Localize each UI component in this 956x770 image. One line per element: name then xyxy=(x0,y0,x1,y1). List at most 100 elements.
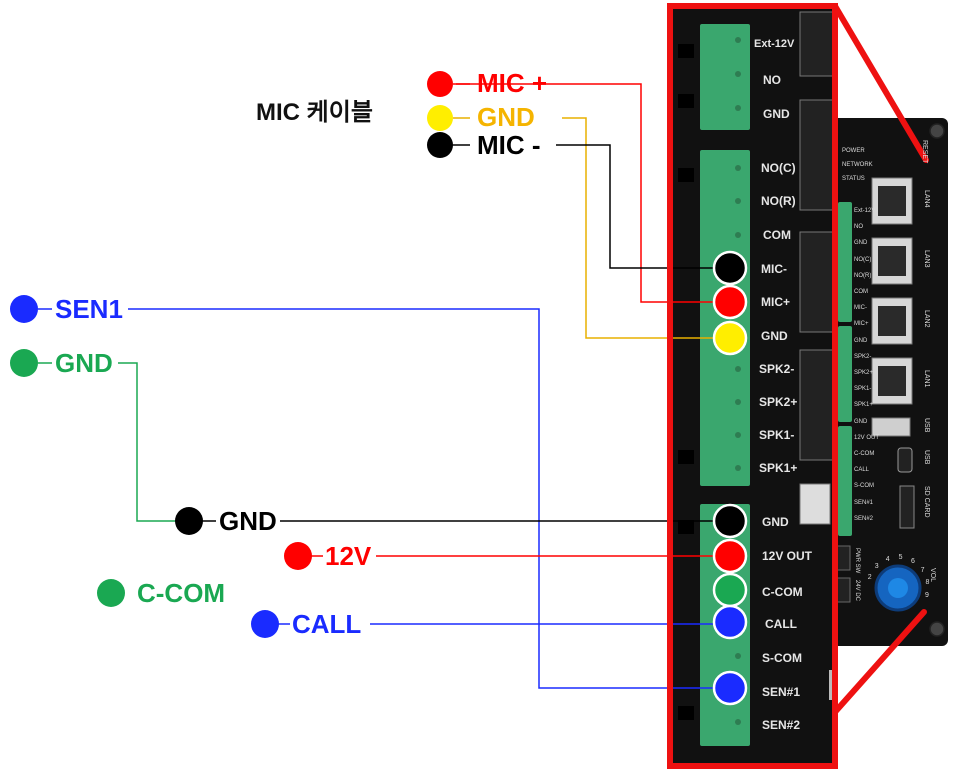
terminal-label: MIC+ xyxy=(761,295,791,309)
terminal-screw xyxy=(735,232,741,238)
terminal-label: NO(C) xyxy=(761,161,796,175)
mini-terminal-label: GND xyxy=(854,418,868,425)
term-dot-gnd-black xyxy=(712,503,748,539)
mini-terminal-label: SPK2- xyxy=(854,353,872,360)
mini-terminal-label: CALL xyxy=(854,467,870,474)
dial-number: 9 xyxy=(924,591,929,599)
terminal-label: GND xyxy=(763,107,790,121)
label-mic-plus: MIC + xyxy=(477,68,548,98)
label-mic-minus: MIC - xyxy=(477,130,541,160)
dial-number: 6 xyxy=(911,558,915,566)
terminal-label: SPK1- xyxy=(759,428,795,442)
device-side-label: RESET xyxy=(921,140,928,164)
terminal-board xyxy=(670,6,836,766)
mini-terminal-label: 12V OUT xyxy=(854,434,880,441)
terminal-label: NO(R) xyxy=(761,194,796,208)
dot-sen1 xyxy=(10,295,38,323)
device-side-label: LAN1 xyxy=(923,370,930,388)
wire-mic-plus xyxy=(456,83,728,303)
device-side-label: LAN3 xyxy=(923,250,930,268)
dot-c-com xyxy=(97,579,125,607)
label-mic-gnd: GND xyxy=(477,102,535,132)
dot-mic-minus xyxy=(427,132,453,158)
terminal-label: 12V OUT xyxy=(762,549,813,563)
origin-dots xyxy=(10,71,453,638)
terminal-label: SPK2- xyxy=(759,362,795,376)
wire-sen1 xyxy=(128,308,728,689)
dial-number: 5 xyxy=(898,554,903,562)
mini-terminal-label: Ext-12V xyxy=(854,208,876,214)
dot-mic-gnd xyxy=(427,105,453,131)
terminal-screw xyxy=(735,71,741,77)
terminal-label: SEN#1 xyxy=(762,685,801,699)
terminal-label: S-COM xyxy=(762,651,802,665)
wire-gnd-green xyxy=(118,362,176,522)
terminal-label: CALL xyxy=(765,617,797,631)
mini-terminal-label: SPK1+ xyxy=(854,402,873,409)
terminal-screw xyxy=(735,165,741,171)
label-gnd-black: GND xyxy=(219,506,277,536)
terminal-label: SPK1+ xyxy=(759,461,798,475)
wire-mic-gnd xyxy=(562,117,728,339)
terminal-label: Ext-12V xyxy=(754,38,795,50)
wires xyxy=(38,83,728,689)
dot-call xyxy=(251,610,279,638)
term-dot-12v xyxy=(712,538,748,574)
mini-terminal-label: SPK2+ xyxy=(854,370,873,376)
device-side-label: USB xyxy=(923,418,930,433)
mini-terminal-label: GND xyxy=(854,240,868,247)
mini-terminal-label: S-COM xyxy=(854,483,874,490)
device-side-label: USB xyxy=(923,450,930,465)
label-gnd-green: GND xyxy=(55,348,113,378)
terminal-label: SPK2+ xyxy=(759,395,798,409)
terminal-screw xyxy=(735,465,741,471)
device-body xyxy=(820,118,948,646)
mini-terminal-label: NO xyxy=(854,224,863,231)
usb-port xyxy=(871,417,911,437)
dial-number: 7 xyxy=(920,566,925,574)
mini-terminal-label: C-COM xyxy=(854,451,875,457)
terminal-screw xyxy=(735,719,741,725)
device-side-label: SD CARD xyxy=(923,486,930,518)
sd-card-slot xyxy=(899,485,915,529)
highlight-frame xyxy=(832,3,929,715)
term-dot-gnd-yellow xyxy=(712,320,748,356)
dial-number: 3 xyxy=(874,562,879,570)
terminal-screw xyxy=(735,37,741,43)
diagram-title: MIC 케이블 xyxy=(256,99,373,126)
mini-terminal-label: SEN#2 xyxy=(854,515,874,522)
label-12v: 12V xyxy=(325,541,372,571)
dial-number: 4 xyxy=(885,555,890,563)
terminal-screw xyxy=(735,366,741,372)
mini-terminal-label: NO(C) xyxy=(854,256,872,263)
terminal-screw xyxy=(735,198,741,204)
label-c-com: C-COM xyxy=(137,578,226,608)
mini-terminal-label: SEN#1 xyxy=(854,499,874,506)
terminal-screw xyxy=(735,432,741,438)
term-dot-mic-plus xyxy=(712,284,748,320)
terminal-label: GND xyxy=(762,515,789,529)
term-dot-sen1 xyxy=(712,670,748,706)
switch-label: PWR SW xyxy=(854,548,860,574)
terminal-screw xyxy=(735,105,741,111)
terminal-block-1 xyxy=(700,24,750,130)
terminal-label: COM xyxy=(763,228,791,242)
led-label: STATUS xyxy=(842,176,865,182)
dial-number: 2 xyxy=(867,573,872,581)
terminal-label: NO xyxy=(763,73,781,87)
micro-usb-port xyxy=(897,447,913,473)
mini-terminal-label: MIC- xyxy=(854,305,867,312)
mini-terminal-label: SPK1- xyxy=(854,386,872,393)
mini-terminal-label: GND xyxy=(854,337,868,344)
terminal-screw xyxy=(735,399,741,405)
mini-terminal-label: MIC+ xyxy=(854,321,869,328)
label-sen1: SEN1 xyxy=(55,294,123,324)
device-side-label: LAN4 xyxy=(923,190,930,208)
terminal-label: C-COM xyxy=(762,585,803,599)
dot-12v xyxy=(284,542,312,570)
led-label: NETWORK xyxy=(842,162,873,168)
terminal-label: MIC- xyxy=(761,262,787,276)
term-dot-c-com xyxy=(712,572,748,608)
device-side-label: LAN2 xyxy=(923,310,930,328)
